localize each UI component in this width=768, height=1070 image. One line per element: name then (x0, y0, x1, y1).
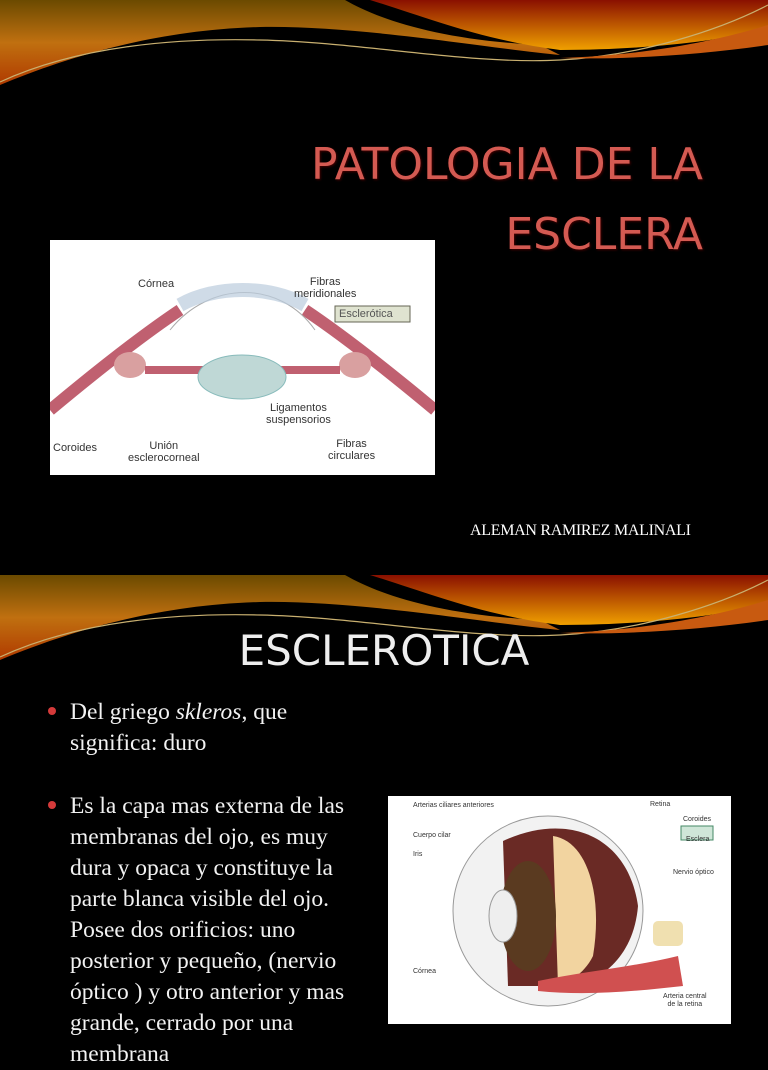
label-union-esclerocorneal: Unión esclerocorneal (128, 440, 200, 465)
label-esclerotica: Esclerótica (339, 308, 393, 320)
slide-title-line2: ESCLERA (505, 209, 703, 260)
label-cornea-2: Córnea (413, 968, 436, 975)
bullet-1-text-end: , que significa: duro (70, 699, 288, 756)
eye-diagram-figure: Córnea Fibras meridionales Esclerótica C… (50, 240, 435, 475)
header-swoosh-slide2 (0, 575, 768, 660)
label-coroides: Coroides (53, 442, 98, 454)
label-cuerpo-ciliar: Cuerpo cilar (413, 832, 451, 839)
label-nervio-optico: Nervio óptico (673, 869, 714, 876)
bullet-2: Es la capa mas externa de las membranas … (70, 793, 345, 1067)
slide-title-line1: PATOLOGIA DE LA (311, 139, 703, 190)
bullet-dot (48, 801, 56, 809)
bullet-1-text: Del griego (70, 699, 176, 725)
label-cornea: Córnea (138, 278, 175, 290)
label-fibras-meridionales: Fibras meridionales (294, 276, 357, 301)
bullet-1: Del griego skleros, que significa: duro (70, 697, 330, 759)
header-swoosh (0, 0, 768, 85)
author-name: ALEMAN RAMIREZ MALINALI (470, 522, 691, 539)
label-ligamentos: Ligamentos suspensorios (266, 402, 331, 427)
bullet-1-italic: skleros (175, 699, 242, 725)
label-esclera: Esclera (686, 836, 710, 843)
bullet-dot (48, 707, 56, 715)
label-coroides-2: Coroides (683, 816, 712, 823)
eye-anatomy-figure: Arterias ciliares anteriores Cuerpo cila… (388, 796, 731, 1024)
eye-cross-section (452, 815, 714, 1007)
ciliary-diagram (50, 283, 435, 415)
label-iris: Iris (413, 851, 423, 858)
slide2-heading: ESCLEROTICA (238, 626, 530, 675)
label-retina: Retina (650, 801, 671, 808)
label-arterias: Arterias ciliares anteriores (413, 802, 494, 809)
label-fibras-circulares: Fibras circulares (328, 438, 376, 463)
label-arteria-central: Arteria central de la retina (663, 993, 707, 1008)
